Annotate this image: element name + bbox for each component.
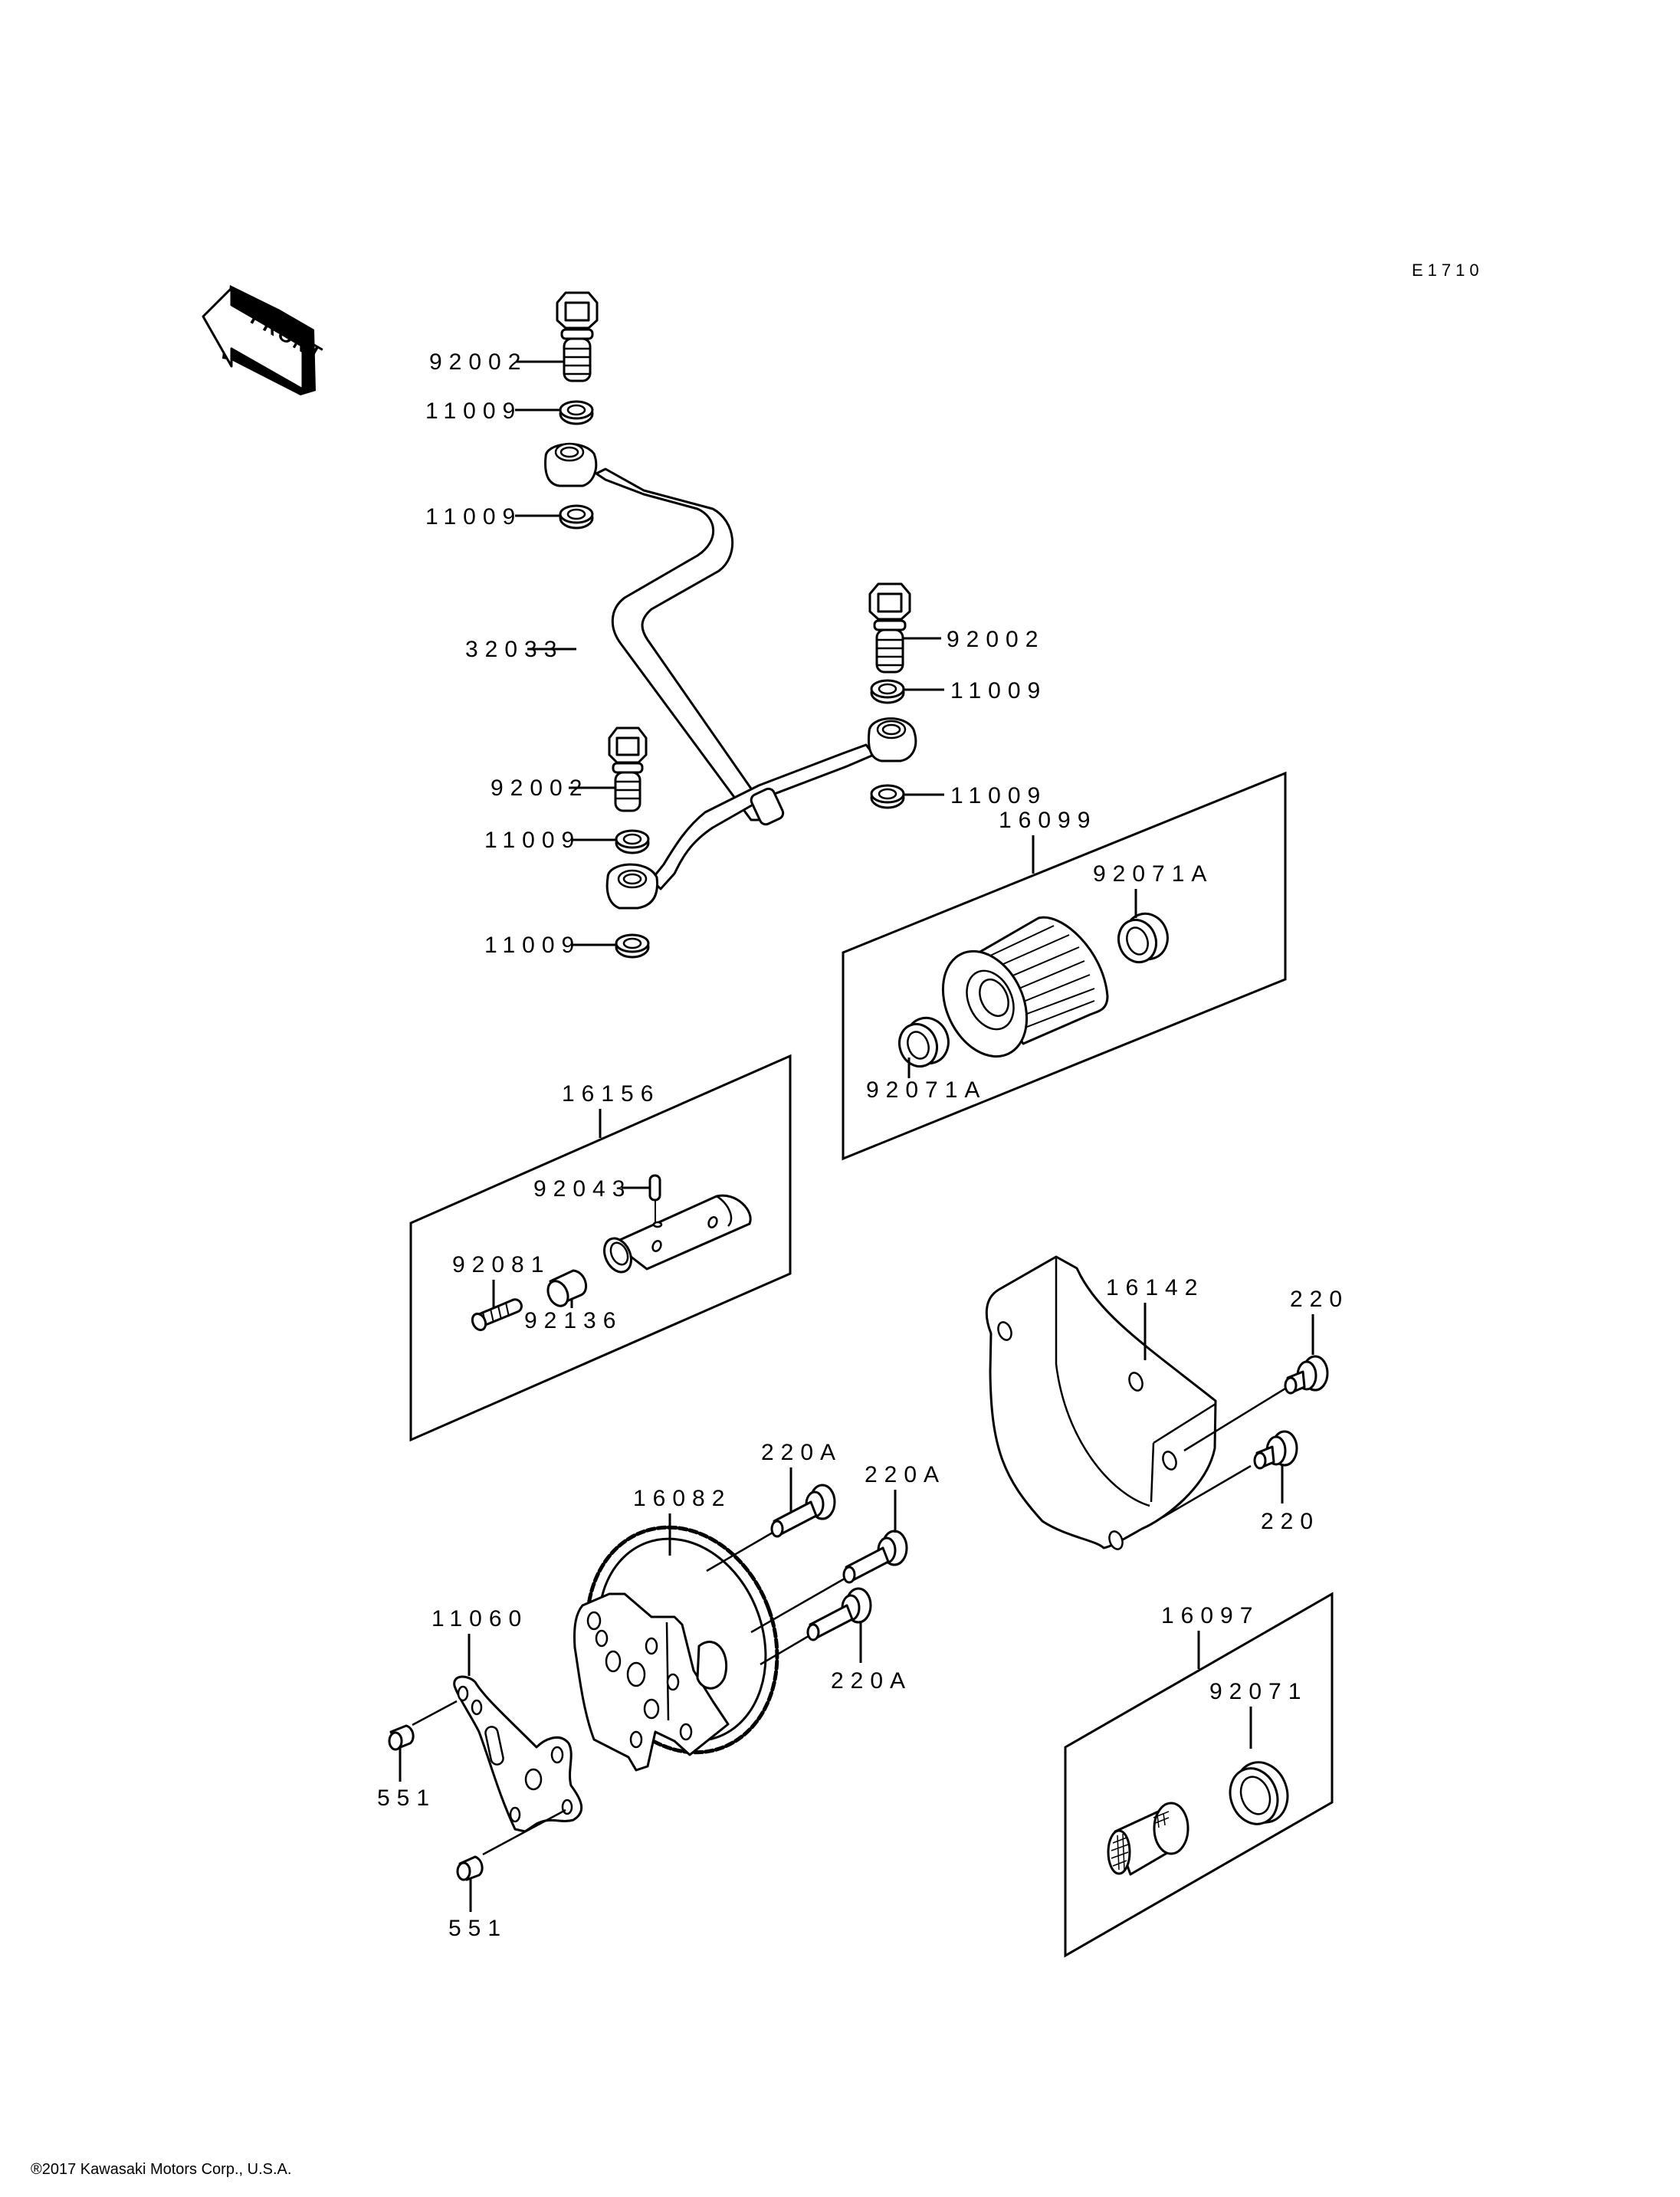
callout-16156[interactable]: 16156 xyxy=(562,1081,660,1107)
pump-cover-icon[interactable] xyxy=(985,1255,1217,1551)
seal-icon[interactable] xyxy=(1113,908,1174,968)
relief-valve-set-panel xyxy=(409,1054,792,1442)
pin-icon[interactable] xyxy=(648,1174,661,1202)
callout-92002-right[interactable]: 92002 xyxy=(947,627,1045,652)
screw-icon[interactable] xyxy=(770,1484,836,1538)
callout-16082[interactable]: 16082 xyxy=(633,1486,731,1511)
washer-icon[interactable] xyxy=(559,504,594,530)
callout-220-upper[interactable]: 220 xyxy=(1290,1287,1349,1312)
callout-92002-top[interactable]: 92002 xyxy=(429,349,527,375)
seal-icon[interactable] xyxy=(1222,1755,1296,1831)
callout-220A-2[interactable]: 220A xyxy=(865,1462,946,1487)
diagram-code: E1710 xyxy=(1412,261,1484,280)
oil-pump-icon[interactable] xyxy=(556,1500,808,1779)
washer-icon[interactable] xyxy=(559,400,594,425)
callout-220-lower[interactable]: 220 xyxy=(1261,1509,1320,1534)
callout-32033[interactable]: 32033 xyxy=(465,637,563,662)
dowel-pin-icon[interactable] xyxy=(388,1724,415,1751)
callout-11009-top-2[interactable]: 11009 xyxy=(425,504,522,530)
front-arrow-icon: FRONT xyxy=(202,285,328,395)
gasket-plate-icon[interactable] xyxy=(453,1675,582,1833)
spring-icon[interactable] xyxy=(470,1298,523,1333)
callout-551-lower[interactable]: 551 xyxy=(448,1916,507,1941)
washer-icon[interactable] xyxy=(615,829,650,854)
seal-icon[interactable] xyxy=(894,1012,955,1072)
oil-pipe-branch-icon[interactable] xyxy=(650,743,875,890)
callout-551-upper[interactable]: 551 xyxy=(377,1785,436,1811)
oil-filter-set-panel xyxy=(842,771,1287,1161)
callout-16142[interactable]: 16142 xyxy=(1106,1275,1204,1300)
bolt-icon[interactable] xyxy=(868,582,911,674)
screw-icon[interactable] xyxy=(1253,1430,1298,1470)
callout-11009-left-2[interactable]: 11009 xyxy=(484,933,581,958)
callout-92081[interactable]: 92081 xyxy=(452,1252,550,1277)
callout-11009-top-1[interactable]: 11009 xyxy=(425,398,522,424)
screw-icon[interactable] xyxy=(806,1587,872,1641)
callout-92071A-upper[interactable]: 92071A xyxy=(1093,861,1213,887)
callout-11060[interactable]: 11060 xyxy=(431,1606,528,1631)
banjo-fitting-icon[interactable] xyxy=(544,442,598,487)
banjo-fitting-icon[interactable] xyxy=(867,717,917,762)
washer-icon[interactable] xyxy=(870,679,905,704)
callout-220A-3[interactable]: 220A xyxy=(831,1668,912,1694)
callout-11009-left-1[interactable]: 11009 xyxy=(484,828,581,853)
callout-220A-1[interactable]: 220A xyxy=(761,1440,842,1465)
callout-92071[interactable]: 92071 xyxy=(1209,1679,1308,1704)
callout-92002-left[interactable]: 92002 xyxy=(491,776,589,801)
washer-icon[interactable] xyxy=(615,933,650,959)
oil-filter-icon[interactable] xyxy=(927,916,1109,1070)
bolt-icon[interactable] xyxy=(608,726,648,812)
copyright-notice: ®2017 Kawasaki Motors Corp., U.S.A. xyxy=(31,2161,292,2178)
callout-11009-right-1[interactable]: 11009 xyxy=(950,678,1047,703)
screw-icon[interactable] xyxy=(842,1530,908,1584)
callout-92136[interactable]: 92136 xyxy=(524,1308,622,1333)
bolt-icon[interactable] xyxy=(556,291,599,382)
callout-92043[interactable]: 92043 xyxy=(533,1176,632,1202)
oil-screen-set-panel xyxy=(1064,1592,1334,1958)
plunger-icon[interactable] xyxy=(544,1269,588,1309)
callout-11009-right-2[interactable]: 11009 xyxy=(950,783,1047,808)
oil-screen-icon[interactable] xyxy=(1107,1802,1189,1876)
banjo-fitting-icon[interactable] xyxy=(605,863,659,910)
callout-16099[interactable]: 16099 xyxy=(999,808,1097,833)
callout-16097[interactable]: 16097 xyxy=(1161,1603,1259,1628)
washer-icon[interactable] xyxy=(870,784,905,809)
callout-92071A-lower[interactable]: 92071A xyxy=(866,1077,986,1103)
dowel-pin-icon[interactable] xyxy=(456,1855,484,1881)
relief-valve-icon[interactable] xyxy=(599,1194,752,1277)
screw-icon[interactable] xyxy=(1284,1355,1329,1395)
